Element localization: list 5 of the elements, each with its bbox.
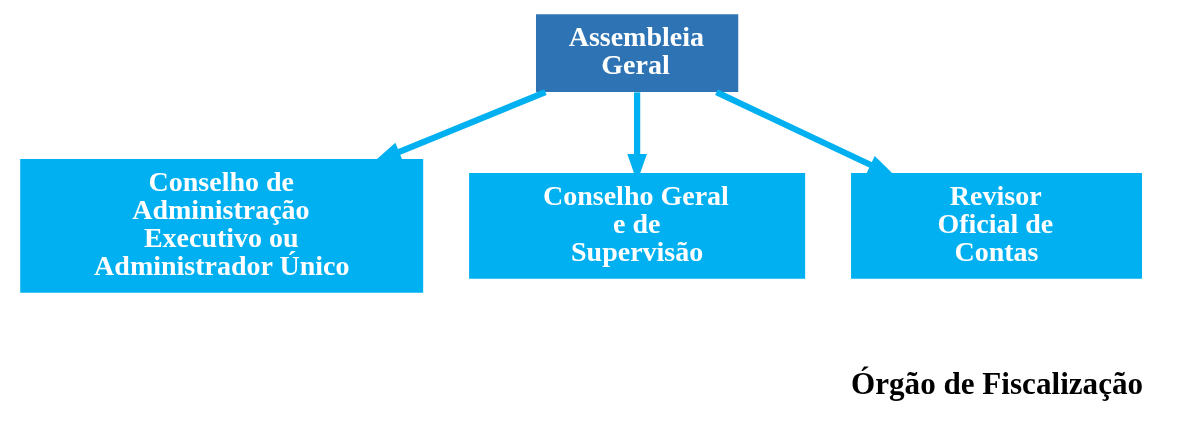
node-box: Conselho de Administração Executivo ou Administrador Único bbox=[20, 159, 424, 293]
node-box: Assembleia Geral bbox=[536, 14, 739, 93]
label: Órgão de Fiscalização bbox=[851, 365, 1144, 401]
node-box: Revisor Oficial de Contas bbox=[851, 173, 1142, 279]
node-box: Conselho Geral e de Supervisão bbox=[469, 173, 806, 279]
